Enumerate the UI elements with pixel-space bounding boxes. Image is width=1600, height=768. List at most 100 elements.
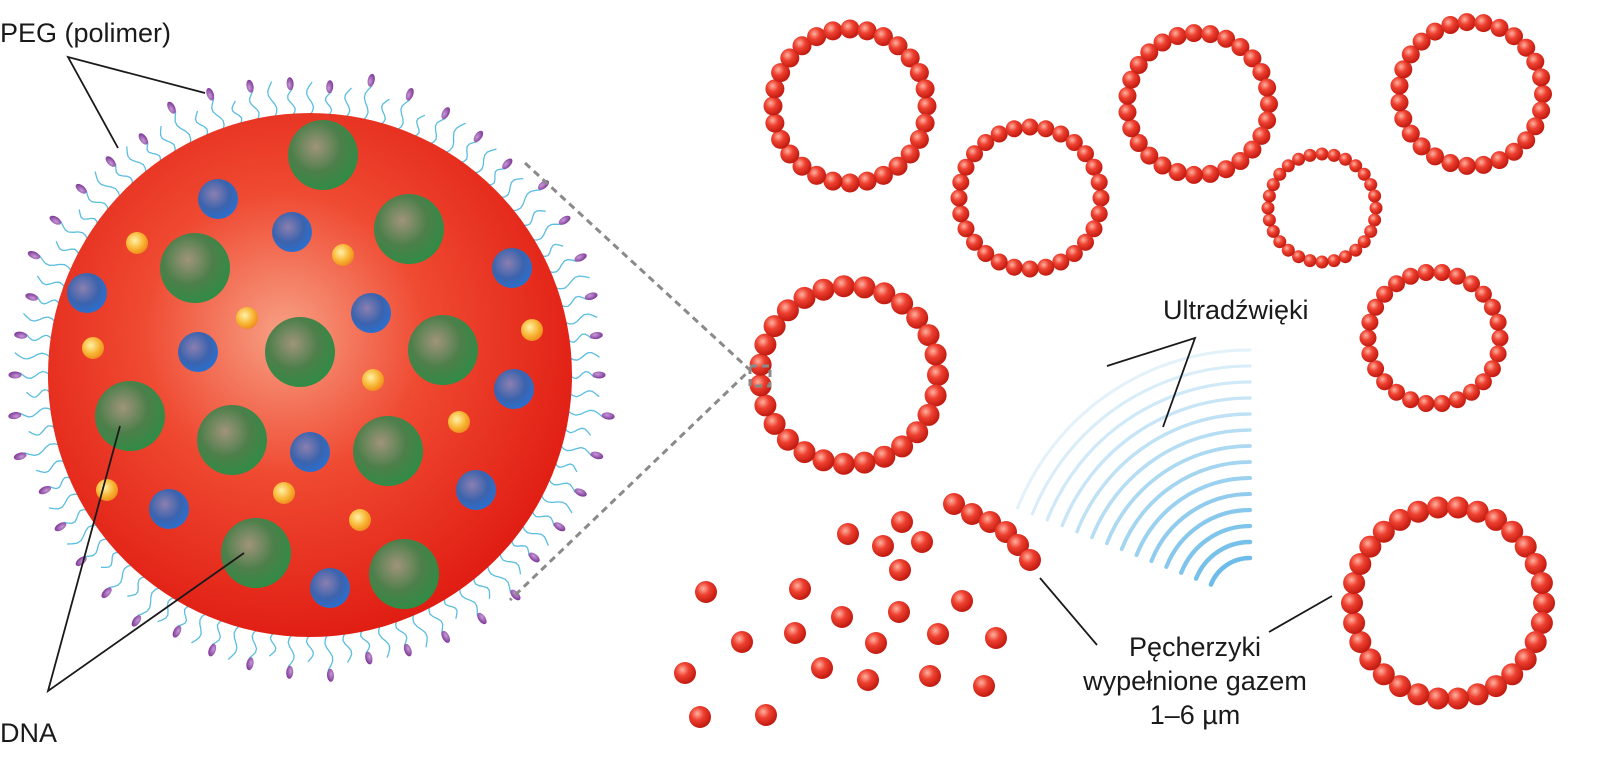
bubble-shell-bead [812,449,835,472]
orange-particle [349,509,371,531]
bubble-shell-bead [1394,109,1413,128]
peg-strand [548,258,577,274]
bubble-shell-bead [1474,14,1493,33]
peg-head [473,130,484,143]
loose-bead [919,665,941,687]
bubble-shell-bead [1517,38,1536,57]
peg-head [558,215,571,225]
peg-strand [146,141,162,163]
bubble-shell-bead [1514,648,1537,671]
broken-shell-bead [943,493,965,515]
bubble-shell-bead [927,364,949,386]
bubbles-label-line1: Pęcherzyki [1128,632,1262,662]
loose-bead [789,578,811,600]
peg-strand [522,210,546,226]
bubble-shell-bead [1427,687,1449,710]
bubble-shell-bead [873,282,896,305]
bubble-shell-bead [1533,592,1555,614]
peg-strand [48,476,72,490]
peg-head [54,522,67,532]
bubble-shell-bead [1168,27,1187,45]
loose-bead [888,601,910,623]
bubble-shell-bead [1090,173,1108,191]
bubble-shell-bead [771,129,791,149]
bubble-shell-bead [776,428,799,451]
bubble-shell-bead [1457,13,1476,32]
bubble-shell-bead [1273,167,1287,181]
peg-strand [268,632,277,657]
bubble-shell-bead [990,125,1008,143]
bubble-shell-bead [1343,612,1366,634]
peg-strand [554,275,590,290]
ultrasound-wave [1060,396,1252,528]
dna-particle [95,381,165,451]
peg-strand [396,99,411,131]
bubble-shell-bead [924,384,947,407]
peg-strand [569,371,595,380]
bubble-shell-bead [1359,329,1377,347]
label-leader-lines [46,55,1333,694]
bubble-shell-bead [1092,189,1110,207]
peg-head [441,630,451,643]
bubble-shell-bead [812,278,835,301]
peg-strand [342,632,353,663]
blue-particle [492,248,532,288]
loose-bead [891,511,913,533]
broken-shell-bead [1019,549,1041,571]
bubble-shell-bead [1505,142,1523,161]
dna-particle [265,317,335,387]
bubble-shell-bead [1361,313,1379,331]
peg-head [590,451,604,460]
bubble-shell-bead [1021,118,1039,136]
bubble-shell-bead [957,220,975,238]
peg-label: PEG (polimer) [0,18,172,48]
bubble-shell-bead [832,452,855,475]
peg-strand [473,576,491,599]
bubble-shell-bead [1292,250,1306,264]
bubble-shell-bead [1412,137,1431,156]
bubble-shell-bead [1315,147,1329,161]
peg-head [574,253,587,262]
bubble-shell-bead [857,171,877,191]
peg-head [441,107,451,120]
bubble-shell-bead [1281,243,1295,257]
peg-strand [499,177,524,199]
dna-particle [160,233,230,303]
dna-leader-line [46,425,245,694]
bubble-shell-bead [807,165,827,185]
peg-head [13,452,27,461]
peg-strand [560,295,588,308]
ultrasound-wave [1164,507,1253,569]
bubble-shell-bead [853,276,876,299]
blue-particle [272,212,312,252]
peg-head [367,73,375,87]
peg-strand [531,509,555,527]
bubble-shell-bead [990,253,1008,271]
loose-bead [911,531,933,553]
loose-bead [755,704,777,726]
bubble-shell-bead [823,21,843,41]
loose-bead [811,657,833,679]
peg-head [365,651,373,665]
bubble-shell-bead [873,27,893,47]
peg-strand [24,443,60,457]
peg-head [326,668,335,682]
peg-leader-line [66,55,206,149]
peg-strand [567,409,604,418]
bubble-shell-bead [1266,224,1280,238]
peg-strand [48,493,80,510]
dna-particle [369,539,439,609]
bubble-shell-bead [1466,683,1489,706]
bubble-shell-bead [1292,152,1306,166]
bubble-shell-bead [1402,391,1420,409]
peg-strand [360,629,371,654]
peg-strand [547,478,576,493]
bubble-shell-bead [765,79,785,99]
peg-strand [177,605,191,627]
bubble-shell-bead [952,173,970,191]
peg-head [138,133,149,145]
peg-head [105,156,116,167]
bubble-shell-bead [917,96,937,116]
peg-strand [174,111,192,145]
bubble-shell-bead [1402,267,1420,285]
